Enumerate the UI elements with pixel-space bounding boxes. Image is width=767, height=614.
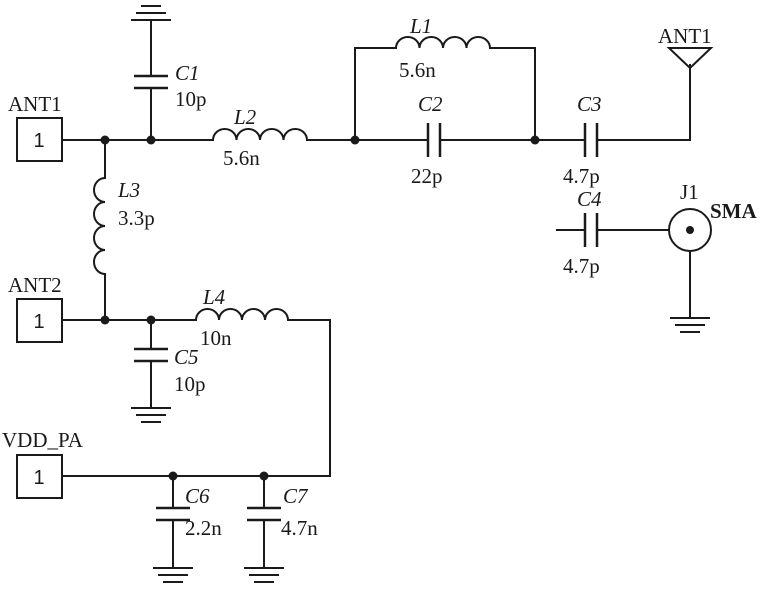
capacitor-c7: C7 4.7n: [247, 484, 318, 540]
port-ant1-label: ANT1: [8, 92, 62, 116]
connector-type: SMA: [710, 199, 758, 223]
l1-ref: L1: [409, 14, 432, 38]
c5-ref: C5: [174, 345, 199, 369]
capacitor-c4: C4 4.7p: [563, 187, 602, 278]
sma-connector-icon: J1 SMA: [668, 180, 758, 252]
junction-dot: [168, 471, 178, 481]
port-ant1: 1 ANT1: [8, 92, 63, 162]
antenna-label: ANT1: [658, 24, 712, 48]
l4-value: 10n: [200, 326, 232, 350]
inductor-l2: L2 5.6n: [212, 105, 308, 170]
c2-value: 22p: [411, 164, 443, 188]
ground-icon: [131, 407, 171, 423]
capacitor-c6: C6 2.2n: [156, 484, 222, 540]
port-ant2-label: ANT2: [8, 273, 62, 297]
capacitor-c5: C5 10p: [134, 345, 206, 396]
capacitor-c2: C2 22p: [411, 92, 443, 188]
c4-ref: C4: [577, 187, 602, 211]
port-ant1-pin: 1: [33, 130, 44, 152]
port-ant2: 1 ANT2: [8, 273, 63, 343]
junction-dot: [530, 135, 540, 145]
junction-dot: [100, 135, 110, 145]
c1-ref: C1: [175, 61, 200, 85]
ground-icon: [670, 317, 710, 333]
c3-ref: C3: [577, 92, 602, 116]
c7-ref: C7: [283, 484, 309, 508]
l2-value: 5.6n: [223, 146, 260, 170]
inductor-l3: L3 3.3p: [93, 177, 155, 275]
ground-icon: [153, 567, 193, 583]
port-vdd-pa: 1 VDD_PA: [2, 428, 84, 499]
port-vdd-pin: 1: [33, 467, 44, 489]
capacitor-c3: C3 4.7p: [563, 92, 602, 188]
c3-value: 4.7p: [563, 164, 600, 188]
c6-ref: C6: [185, 484, 210, 508]
junction-dot: [146, 315, 156, 325]
l2-ref: L2: [233, 105, 257, 129]
capacitor-c1: C1 10p: [134, 61, 207, 111]
l3-value: 3.3p: [118, 206, 155, 230]
l1-value: 5.6n: [399, 58, 436, 82]
l4-ref: L4: [202, 285, 226, 309]
connector-ref: J1: [680, 180, 699, 204]
inductor-l4: L4 10n: [195, 285, 289, 350]
c4-value: 4.7p: [563, 254, 600, 278]
junctions: [100, 135, 540, 481]
junction-dot: [350, 135, 360, 145]
junction-dot: [259, 471, 269, 481]
c2-ref: C2: [418, 92, 443, 116]
port-vdd-label: VDD_PA: [2, 428, 84, 452]
wires: [61, 19, 691, 569]
l3-ref: L3: [117, 178, 140, 202]
junction-dot: [100, 315, 110, 325]
port-ant2-pin: 1: [33, 311, 44, 333]
antenna-icon: ANT1: [658, 24, 714, 70]
ground-icon: [244, 567, 284, 583]
c5-value: 10p: [174, 372, 206, 396]
c7-value: 4.7n: [281, 516, 318, 540]
c1-value: 10p: [175, 87, 207, 111]
inductor-l1: L1 5.6n: [395, 14, 491, 82]
junction-dot: [146, 135, 156, 145]
c6-value: 2.2n: [185, 516, 222, 540]
ground-icon: [131, 5, 171, 21]
